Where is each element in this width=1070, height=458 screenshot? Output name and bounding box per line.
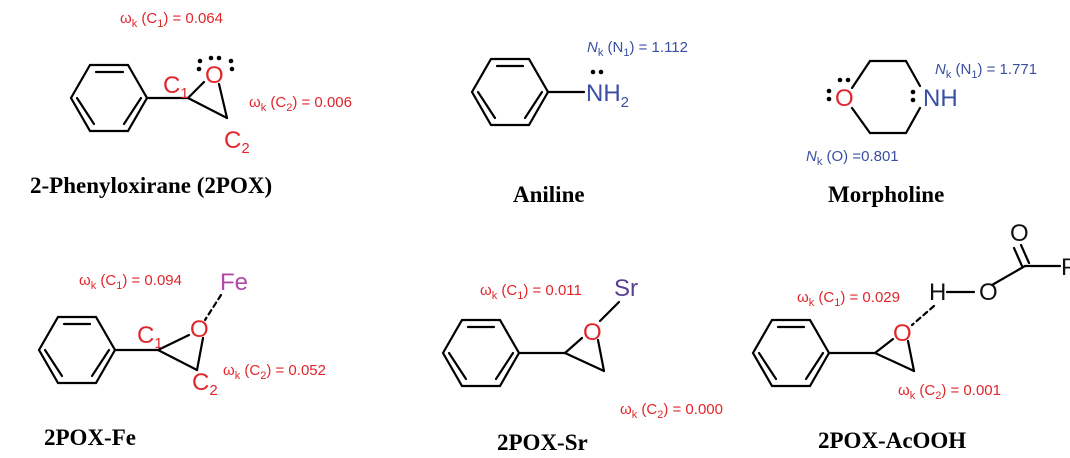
nh2-group-aniline: NH2 xyxy=(586,80,629,111)
oxygen-atom-2pox-fe: O xyxy=(190,316,209,343)
benzene-ring-aniline xyxy=(470,57,586,127)
carbon-c1-2pox-fe: C1 xyxy=(137,322,163,352)
benzene-ring-2pox-acooh xyxy=(751,318,831,388)
molecule-2pox: ωk (C1) = 0.064 O C1 C2 ωk (C2) = 0.006 … xyxy=(30,10,352,198)
epoxide-ring-2pox-fe xyxy=(113,333,205,372)
carbonyl-oxygen-atom: O xyxy=(1010,220,1029,247)
index-2pox-fe-c2: ωk (C2) = 0.052 xyxy=(223,362,326,382)
phenyl-group-label: Ph xyxy=(1061,254,1070,281)
lone-pair-morpholine-n xyxy=(910,89,916,103)
epoxide-ring-2pox-sr xyxy=(517,336,606,373)
coordination-bond-sr xyxy=(598,300,621,323)
name-2pox-acooh: 2POX-AcOOH xyxy=(818,428,966,453)
benzene-ring-2pox-sr xyxy=(441,318,521,388)
epoxide-ring-2pox xyxy=(145,80,229,120)
molecule-morpholine: Nk (N1) = 1.771 O NH Nk (O) =0.801 Morph… xyxy=(806,59,1037,207)
name-aniline: Aniline xyxy=(513,182,585,207)
hydrogen-bond xyxy=(910,304,936,327)
lone-pairs-2pox-o xyxy=(196,55,235,72)
benzene-ring-2pox xyxy=(69,63,149,133)
oxygen-atom-2pox-sr: O xyxy=(583,319,602,346)
carbon-c2-2pox-fe: C2 xyxy=(192,369,218,399)
name-morpholine: Morpholine xyxy=(828,182,944,207)
hydrogen-atom: H xyxy=(929,279,946,306)
molecule-2pox-sr: ωk (C1) = 0.011 Sr O ωk (C2) = 0.000 2PO… xyxy=(441,275,723,455)
iron-atom: Fe xyxy=(220,269,248,296)
index-morpholine-n1: Nk (N1) = 1.771 xyxy=(935,61,1037,81)
molecule-aniline: Nk (N1) = 1.112 NH2 Aniline xyxy=(470,39,688,207)
carbon-c1-2pox: C1 xyxy=(163,72,189,102)
index-2pox-c2: ωk (C2) = 0.006 xyxy=(249,94,352,114)
carbon-c2-2pox: C2 xyxy=(224,127,250,157)
nh-group-morpholine: NH xyxy=(923,85,958,112)
morpholine-ring xyxy=(850,59,922,135)
index-2pox-c1: ωk (C1) = 0.064 xyxy=(120,10,223,30)
index-2pox-sr-c2: ωk (C2) = 0.000 xyxy=(620,401,723,421)
index-2pox-acooh-c2: ωk (C2) = 0.001 xyxy=(898,382,1001,402)
lone-pairs-morpholine-o xyxy=(826,77,851,102)
benzene-ring-2pox-fe xyxy=(37,315,117,385)
hydroxyl-oxygen-atom: O xyxy=(979,279,998,306)
oxygen-atom-2pox: O xyxy=(205,62,224,89)
oxygen-atom-2pox-acooh: O xyxy=(893,320,912,347)
coordination-bond-fe xyxy=(203,293,223,322)
index-2pox-fe-c1: ωk (C1) = 0.094 xyxy=(79,272,182,292)
strontium-atom: Sr xyxy=(614,275,638,302)
name-2pox: 2-Phenyloxirane (2POX) xyxy=(30,173,272,198)
index-2pox-acooh-c1: ωk (C1) = 0.029 xyxy=(797,289,900,309)
index-morpholine-o: Nk (O) =0.801 xyxy=(806,148,899,168)
index-aniline-n1: Nk (N1) = 1.112 xyxy=(587,39,688,59)
epoxide-ring-2pox-acooh xyxy=(827,337,916,373)
name-2pox-sr: 2POX-Sr xyxy=(497,430,588,455)
molecule-2pox-fe: ωk (C1) = 0.094 Fe O C1 C2 ωk (C2) = 0.0… xyxy=(37,269,326,450)
lone-pair-aniline-n xyxy=(590,69,604,75)
name-2pox-fe: 2POX-Fe xyxy=(44,425,136,450)
index-2pox-sr-c1: ωk (C1) = 0.011 xyxy=(480,282,582,302)
oxygen-atom-morpholine: O xyxy=(835,85,854,112)
molecule-2pox-acooh: O Ph O H ωk (C1) = 0.029 O ωk (C2) = 0.0… xyxy=(751,220,1070,453)
